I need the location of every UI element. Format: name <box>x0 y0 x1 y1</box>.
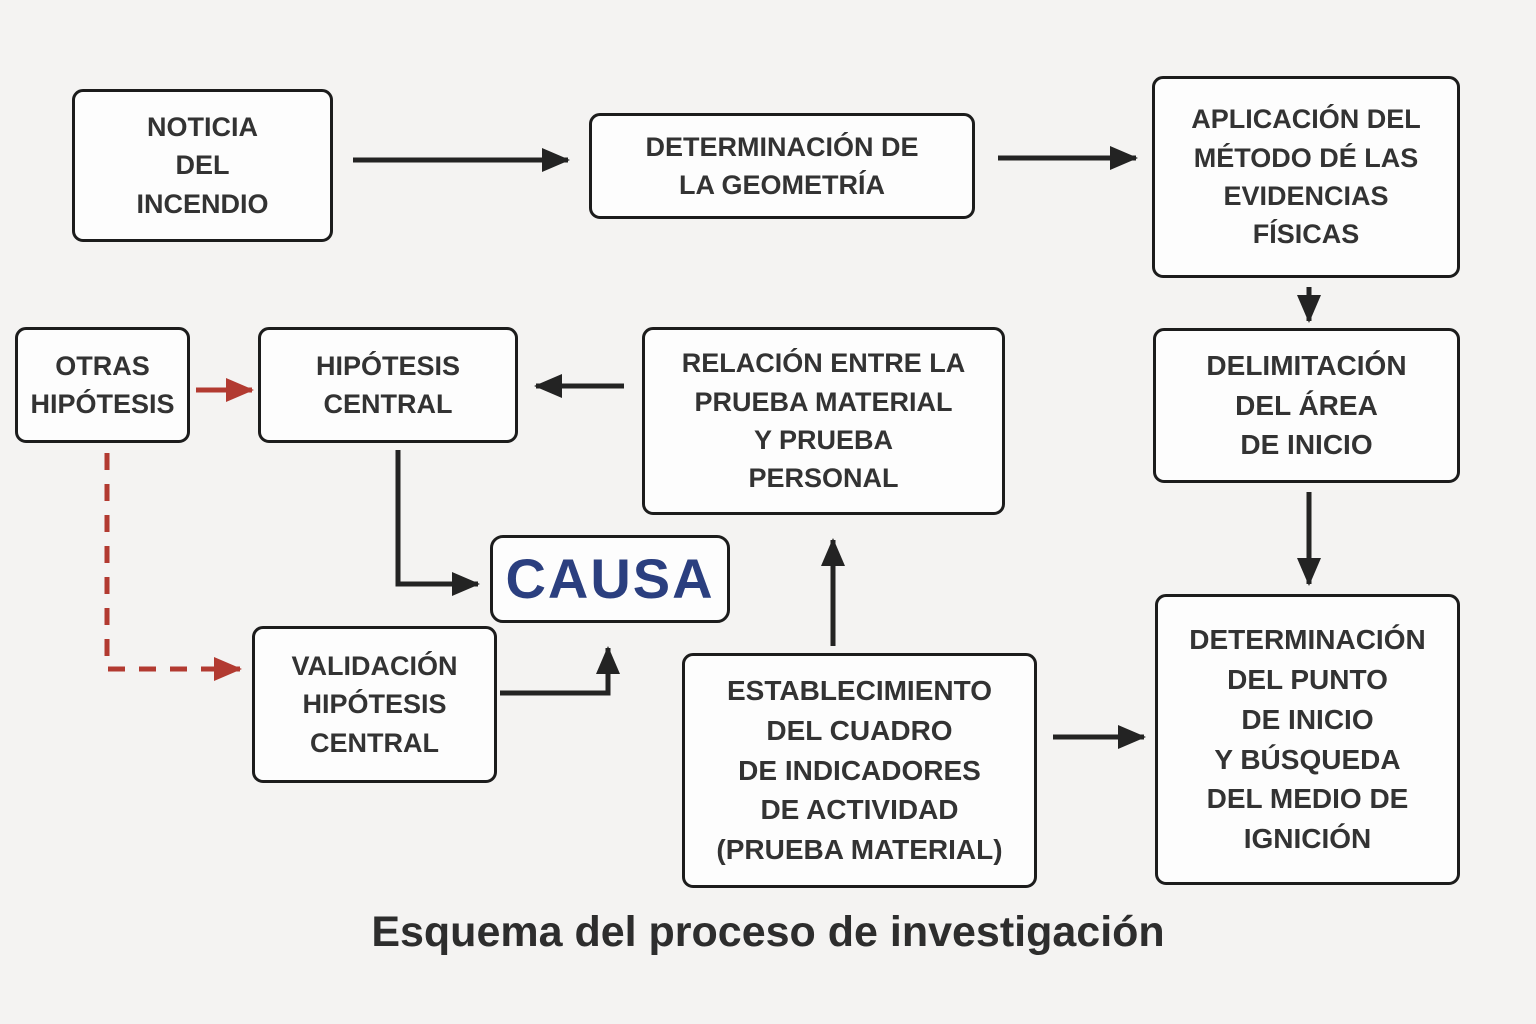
node-establecimiento: ESTABLECIMIENTO DEL CUADRO DE INDICADORE… <box>682 653 1037 888</box>
node-establecimiento-label: ESTABLECIMIENTO DEL CUADRO DE INDICADORE… <box>716 675 1003 866</box>
node-delimitacion: DELIMITACIÓN DEL ÁREA DE INICIO <box>1153 328 1460 483</box>
arrow-hipotesis-central-to-causa <box>395 450 480 596</box>
node-noticia: NOTICIA DEL INCENDIO <box>72 89 333 242</box>
node-relacion-label: RELACIÓN ENTRE LA PRUEBA MATERIAL Y PRUE… <box>681 348 966 494</box>
node-validacion: VALIDACIÓN HIPÓTESIS CENTRAL <box>252 626 497 783</box>
node-causa: CAUSA <box>490 535 730 623</box>
node-validacion-label: VALIDACIÓN HIPÓTESIS CENTRAL <box>291 651 458 758</box>
node-relacion: RELACIÓN ENTRE LA PRUEBA MATERIAL Y PRUE… <box>642 327 1005 515</box>
node-noticia-label: NOTICIA DEL INCENDIO <box>136 112 269 219</box>
node-delimitacion-label: DELIMITACIÓN DEL ÁREA DE INICIO <box>1206 349 1407 461</box>
node-otras-hipotesis-label: OTRAS HIPÓTESIS <box>30 350 175 419</box>
node-geometria: DETERMINACIÓN DE LA GEOMETRÍA <box>589 113 975 219</box>
node-hipotesis-central: HIPÓTESIS CENTRAL <box>258 327 518 443</box>
node-punto-label: DETERMINACIÓN DEL PUNTO DE INICIO Y BÚSQ… <box>1189 624 1426 854</box>
node-hipotesis-central-label: HIPÓTESIS CENTRAL <box>315 350 461 419</box>
node-aplicacion: APLICACIÓN DEL MÉTODO DÉ LAS EVIDENCIAS … <box>1152 76 1460 278</box>
arrow-otras-to-validacion <box>104 453 242 681</box>
arrow-validacion-to-causa <box>500 646 620 696</box>
node-causa-label: CAUSA <box>505 547 715 611</box>
node-geometria-label: DETERMINACIÓN DE LA GEOMETRÍA <box>645 131 919 200</box>
diagram-title: Esquema del proceso de investigación <box>371 908 1165 956</box>
node-otras-hipotesis: OTRAS HIPÓTESIS <box>15 327 190 443</box>
node-aplicacion-label: APLICACIÓN DEL MÉTODO DÉ LAS EVIDENCIAS … <box>1191 104 1421 250</box>
node-punto: DETERMINACIÓN DEL PUNTO DE INICIO Y BÚSQ… <box>1155 594 1460 885</box>
